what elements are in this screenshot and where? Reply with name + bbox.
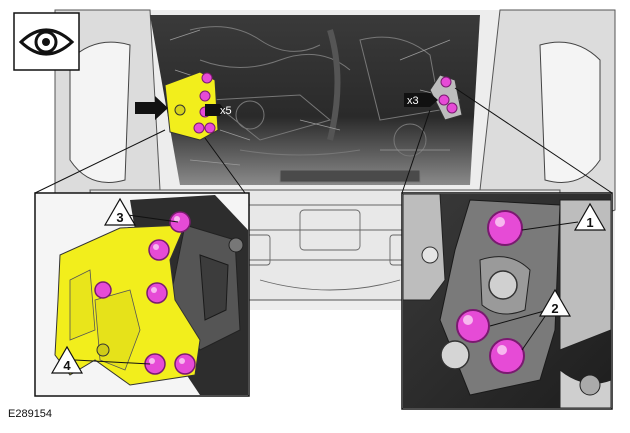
callout-2-label: 2 [551, 301, 558, 316]
bolt-upper-left-5 [204, 122, 216, 134]
bolt-upper-left-4 [193, 122, 205, 134]
bolt-detail-right-1 [487, 210, 523, 246]
upper-left-mount: x5 [135, 71, 232, 141]
bolt-detail-left-1 [169, 211, 191, 233]
x3-callout-box [404, 93, 430, 107]
bolt-upper-right-3 [446, 102, 458, 114]
figure-code: E289154 [8, 408, 53, 420]
bolt-upper-right-1 [440, 76, 452, 88]
left-detail-view: 3 4 [34, 192, 250, 397]
bolt-detail-right-2 [456, 309, 490, 343]
leader-lines [34, 87, 613, 194]
x5-callout-arrow [205, 104, 225, 116]
upper-right-mount: x3 [404, 74, 463, 121]
callout-4-label: 4 [63, 358, 71, 373]
bolt-detail-left-6 [174, 353, 196, 375]
bolt-detail-left-3 [94, 281, 112, 299]
black-arrow-icon [135, 96, 168, 120]
bolt-detail-right-3 [489, 338, 525, 374]
x3-callout-label: x3 [407, 95, 419, 107]
eye-icon [13, 12, 80, 71]
x5-callout-label: x5 [220, 105, 232, 117]
bolt-upper-left-1 [201, 72, 213, 84]
right-detail-view: 1 2 [401, 192, 613, 410]
callout-1-label: 1 [586, 215, 593, 230]
bolt-upper-right-2 [438, 94, 450, 106]
bolt-upper-left-2 [199, 90, 211, 102]
bolt-detail-left-4 [146, 282, 168, 304]
callout-3-label: 3 [116, 210, 123, 225]
bolt-detail-left-2 [148, 239, 170, 261]
